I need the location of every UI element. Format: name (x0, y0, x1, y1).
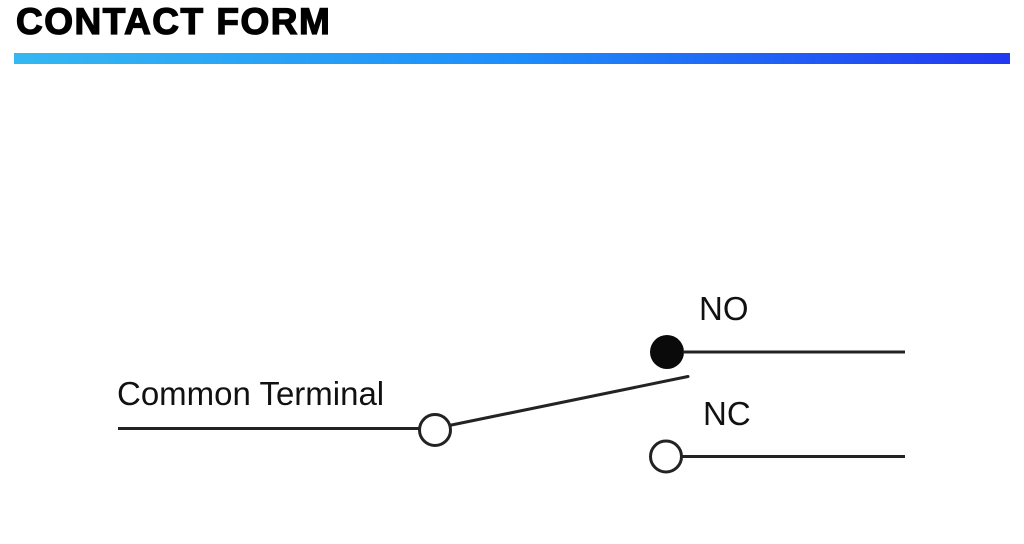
switch-lever-line (450, 375, 690, 427)
accent-bar (14, 53, 1010, 64)
no-label: NO (699, 290, 749, 327)
common-terminal-contact-circle (418, 413, 452, 447)
accent-bar-rect (14, 53, 1010, 64)
nc-contact-circle (649, 439, 683, 474)
no-contact-dot (650, 335, 684, 369)
page-title: CONTACT FORM (15, 0, 332, 42)
common-terminal-label: Common Terminal (117, 375, 384, 412)
nc-label: NC (703, 395, 751, 432)
